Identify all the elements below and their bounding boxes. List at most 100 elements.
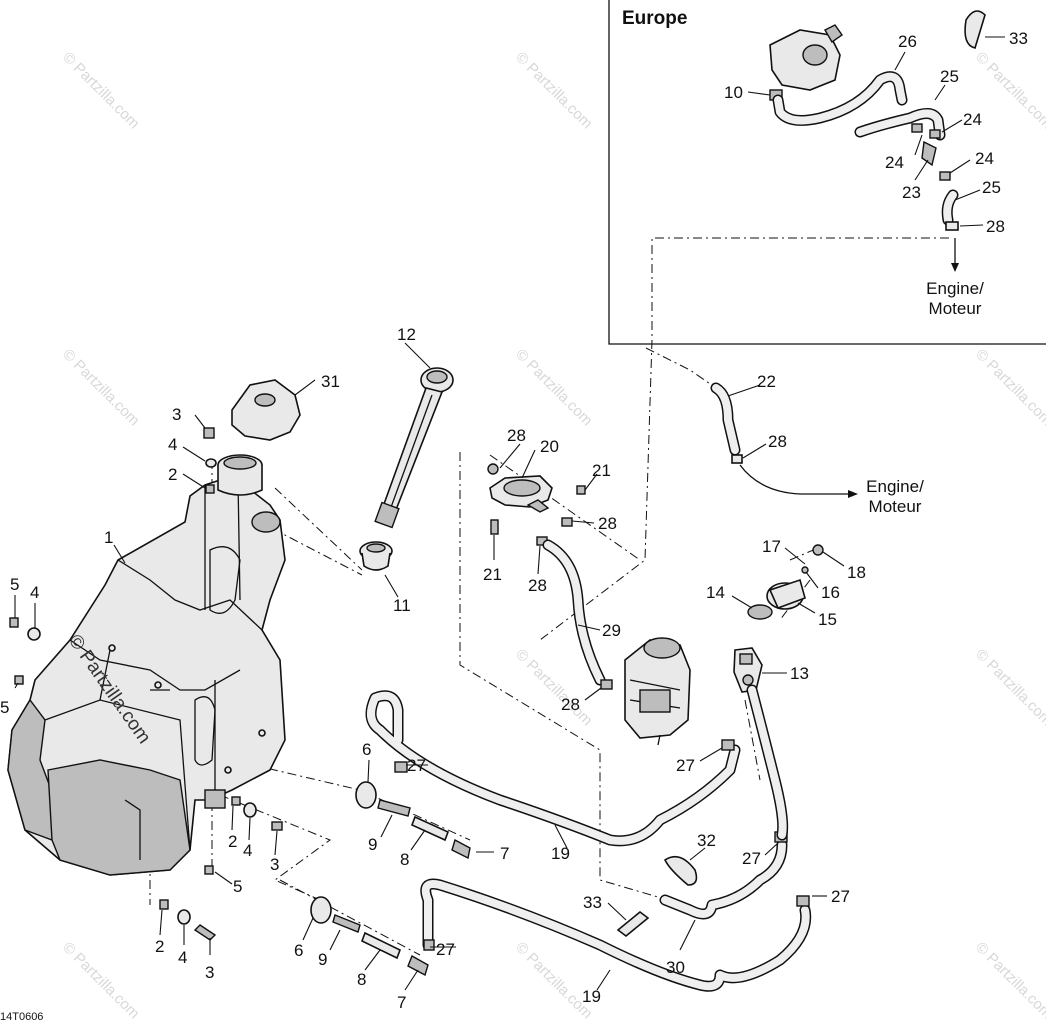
fuel-filter-plate [487,463,586,546]
callout-19: 19 [582,987,601,1006]
clamp-32 [663,855,698,886]
callout-24: 24 [975,149,994,168]
inset-hose-25 [854,108,959,272]
hose-19-upper [365,690,741,847]
callout-3: 3 [172,405,181,424]
hose-22 [710,382,858,498]
callout-26: 26 [898,32,917,51]
callout-6: 6 [362,740,371,759]
callout-21: 21 [483,565,502,584]
inset-pump [769,24,843,101]
callout-9: 9 [318,950,327,969]
watermark-tile: © Partzilla.com [59,49,142,132]
callout-27: 27 [742,849,761,868]
watermark-tile: © Partzilla.com [972,49,1046,132]
callout-29: 29 [602,621,621,640]
callout-24: 24 [885,153,904,172]
destination-line2: Moteur [929,299,982,318]
callout-20: 20 [540,437,559,456]
destination-line1: Engine/ [866,477,924,496]
watermark-tile: © Partzilla.com [512,346,595,429]
callout-12: 12 [397,325,416,344]
watermark-tile: © Partzilla.com [59,346,142,429]
callout-labels: 1 2 2 2 3 3 3 4 4 4 4 5 5 5 6 6 7 7 8 8 … [0,29,1028,1012]
inset-title: Europe [622,8,687,29]
callout-4: 4 [178,948,187,967]
callout-10: 10 [724,83,743,102]
callout-27: 27 [436,940,455,959]
callout-33: 33 [583,893,602,912]
callout-4: 4 [30,583,39,602]
callout-19: 19 [551,844,570,863]
fuel-cap [231,379,301,441]
callout-3: 3 [270,855,279,874]
fuel-level-sensor [374,367,454,529]
callout-5: 5 [0,698,9,717]
callout-24: 24 [963,110,982,129]
callout-2: 2 [228,832,237,851]
callout-28: 28 [598,514,617,533]
callout-17: 17 [762,537,781,556]
inset-hose-26 [772,71,908,126]
callout-28: 28 [507,426,526,445]
callout-21: 21 [592,461,611,480]
callout-8: 8 [357,970,366,989]
leader-lines [14,36,1005,991]
callout-28: 28 [768,432,787,451]
destination-engine-main: Engine/ Moteur [866,477,924,516]
callout-2: 2 [155,937,164,956]
callout-4: 4 [168,435,177,454]
watermark-tile: © Partzilla.com [972,939,1046,1022]
carburetor [624,637,691,746]
callout-25: 25 [940,67,959,86]
watermark-tile: © Partzilla.com [972,346,1046,429]
callout-28: 28 [528,576,547,595]
callout-5: 5 [233,877,242,896]
callout-1: 1 [104,528,113,547]
callout-27: 27 [831,887,850,906]
destination-engine-inset: Engine/ Moteur [926,279,984,318]
callout-2: 2 [168,465,177,484]
callout-27: 27 [407,756,426,775]
inset-clamp-33 [964,10,986,49]
callout-16: 16 [821,583,840,602]
callout-9: 9 [368,835,377,854]
callout-8: 8 [400,850,409,869]
watermark-tile: © Partzilla.com [512,646,595,729]
watermark-tile: © Partzilla.com [512,49,595,132]
callout-30: 30 [666,958,685,977]
callout-18: 18 [847,563,866,582]
valve-knob-assembly [747,544,824,620]
fuel-valve [733,647,763,693]
tie-wrap-33 [616,910,650,938]
callout-3: 3 [205,963,214,982]
callout-5: 5 [10,575,19,594]
callout-27: 27 [676,756,695,775]
callout-7: 7 [397,993,406,1012]
callout-25: 25 [982,178,1001,197]
watermark-tile: © Partzilla.com [59,939,142,1022]
fitting-set-upper [231,781,471,860]
callout-11: 11 [393,596,411,615]
callout-14: 14 [706,583,725,602]
callout-28: 28 [986,217,1005,236]
fitting-set-lower [9,427,429,977]
watermark-tile: © Partzilla.com [972,646,1046,729]
callout-32: 32 [697,831,716,850]
callout-31: 31 [321,372,340,391]
hose-13 [746,684,789,841]
destination-line2: Moteur [869,497,922,516]
watermark-tile: © Partzilla.com [512,939,595,1022]
fuel-tank [7,454,286,876]
callout-22: 22 [757,372,776,391]
callout-7: 7 [500,844,509,863]
destination-line1: Engine/ [926,279,984,298]
callout-4: 4 [243,841,252,860]
callout-28: 28 [561,695,580,714]
figure-code: 14T0606 [0,1011,43,1023]
hose-19-lower [420,878,812,992]
grommet [359,541,393,571]
callout-6: 6 [294,941,303,960]
europe-inset: Europe [608,0,1046,345]
